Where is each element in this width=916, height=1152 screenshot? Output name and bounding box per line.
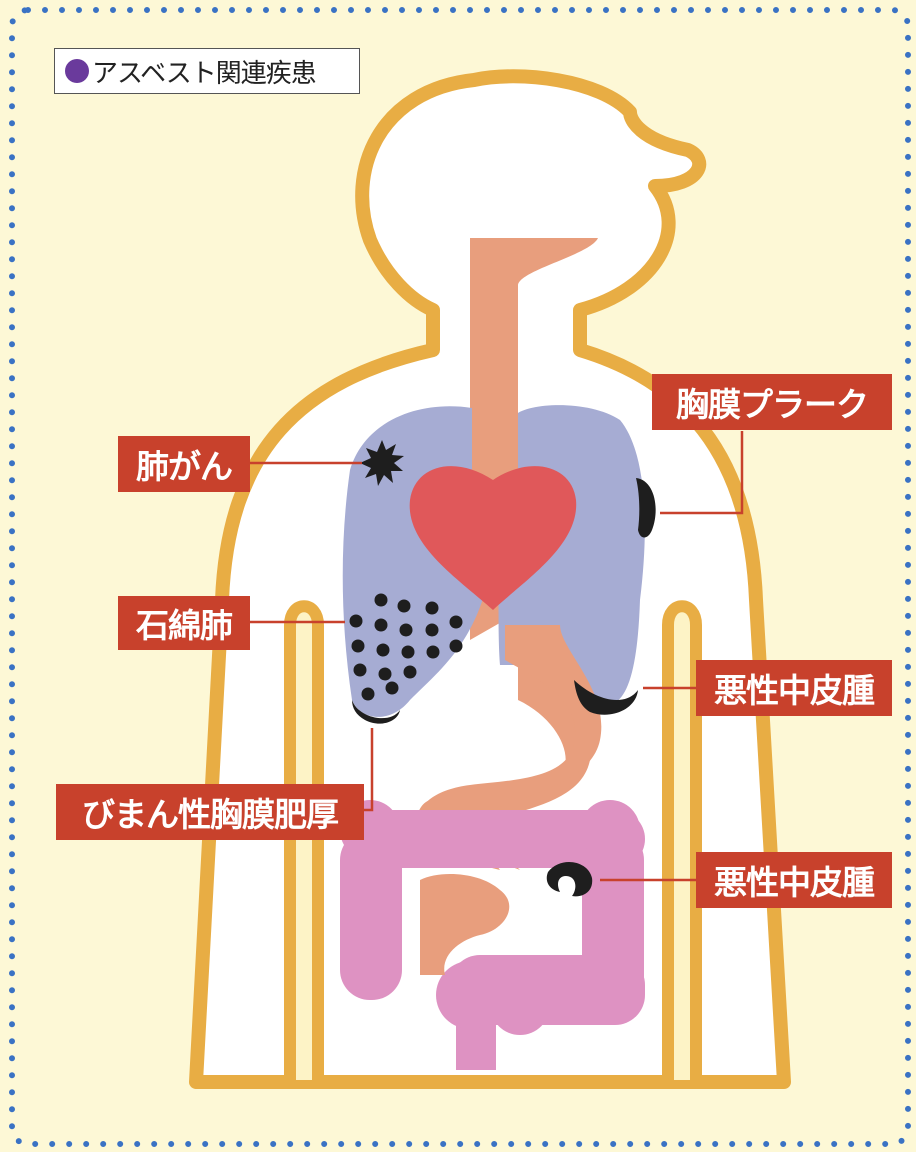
label-diffuse-pleural-thickening: びまん性胸膜肥厚 [56,784,364,840]
label-pleural-plaque: 胸膜プラーク [652,374,892,430]
title-text: アスベスト関連疾患 [92,53,316,90]
diagram-title: アスベスト関連疾患 [54,48,360,94]
label-asbestosis: 石綿肺 [118,596,250,650]
label-lung-cancer: 肺がん [118,436,250,492]
trachea [472,280,518,480]
left-arm-gap [290,606,318,1080]
label-mesothelioma-pleura: 悪性中皮腫 [696,660,892,716]
title-bullet-icon [65,59,89,83]
right-arm-gap [668,606,696,1080]
label-mesothelioma-peritoneum: 悪性中皮腫 [696,852,892,908]
